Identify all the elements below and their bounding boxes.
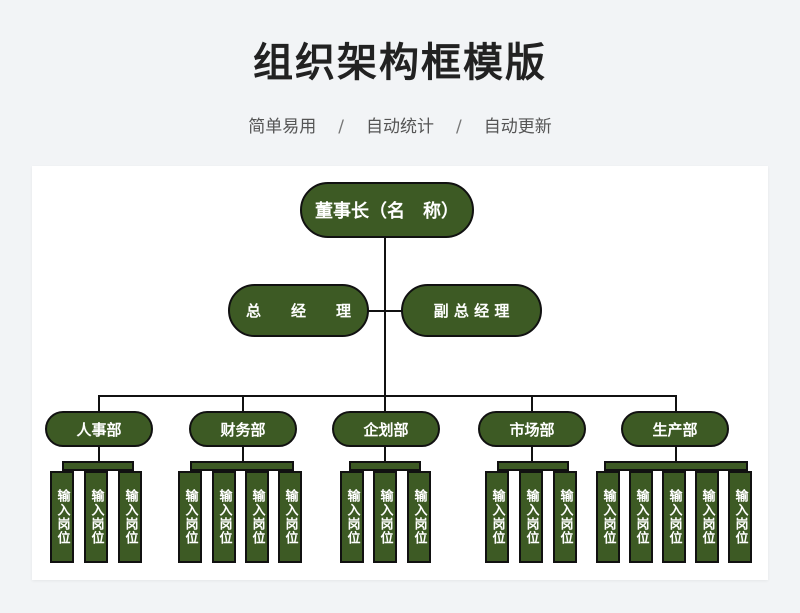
- subtitle-item: 自动更新: [483, 117, 552, 137]
- department-production: 生产部: [621, 411, 729, 447]
- post-group-bar: [349, 461, 421, 471]
- drop-line: [531, 395, 533, 413]
- post-box: 输入岗位: [340, 471, 364, 563]
- drop-line: [242, 395, 244, 413]
- trunk-line: [384, 238, 386, 396]
- manager-connector-line: [367, 310, 403, 312]
- stub-line: [98, 447, 100, 461]
- stub-line: [675, 447, 677, 461]
- post-box: 输入岗位: [373, 471, 397, 563]
- post-box: 输入岗位: [695, 471, 719, 563]
- post-box: 输入岗位: [212, 471, 236, 563]
- post-box: 输入岗位: [728, 471, 752, 563]
- post-box: 输入岗位: [50, 471, 74, 563]
- department-bus-line: [98, 395, 675, 397]
- subtitle-separator: /: [338, 117, 344, 137]
- stub-line: [531, 447, 533, 461]
- drop-line: [384, 395, 386, 413]
- department-finance: 财务部: [189, 411, 297, 447]
- post-box: 输入岗位: [84, 471, 108, 563]
- post-box: 输入岗位: [178, 471, 202, 563]
- post-box: 输入岗位: [407, 471, 431, 563]
- deputy-manager-node: 副 总 经 理: [401, 284, 542, 337]
- chairman-node: 董事长（名 称）: [300, 182, 474, 238]
- post-box: 输入岗位: [519, 471, 543, 563]
- post-box: 输入岗位: [118, 471, 142, 563]
- stub-line: [242, 447, 244, 461]
- department-planning: 企划部: [332, 411, 440, 447]
- drop-line: [675, 395, 677, 413]
- post-group-bar: [62, 461, 134, 471]
- subtitle-separator: /: [456, 117, 462, 137]
- post-group-bar: [190, 461, 294, 471]
- post-box: 输入岗位: [245, 471, 269, 563]
- post-box: 输入岗位: [553, 471, 577, 563]
- post-box: 输入岗位: [662, 471, 686, 563]
- drop-line: [98, 395, 100, 413]
- subtitle-item: 自动统计: [366, 117, 434, 137]
- post-group-bar: [497, 461, 569, 471]
- page-title: 组织架构框模版: [253, 40, 547, 86]
- department-marketing: 市场部: [478, 411, 586, 447]
- org-chart-card: 董事长（名 称） 总 经 理 副 总 经 理 人事部 财务部 企划部 市场部 生…: [32, 166, 768, 580]
- general-manager-node: 总 经 理: [228, 284, 369, 337]
- subtitle-item: 简单易用: [248, 117, 317, 137]
- post-group-bar: [604, 461, 748, 471]
- post-box: 输入岗位: [629, 471, 653, 563]
- post-box: 输入岗位: [485, 471, 509, 563]
- department-hr: 人事部: [45, 411, 153, 447]
- post-box: 输入岗位: [278, 471, 302, 563]
- stub-line: [384, 447, 386, 461]
- subtitle: 简单易用 / 自动统计 / 自动更新: [0, 112, 800, 137]
- post-box: 输入岗位: [596, 471, 620, 563]
